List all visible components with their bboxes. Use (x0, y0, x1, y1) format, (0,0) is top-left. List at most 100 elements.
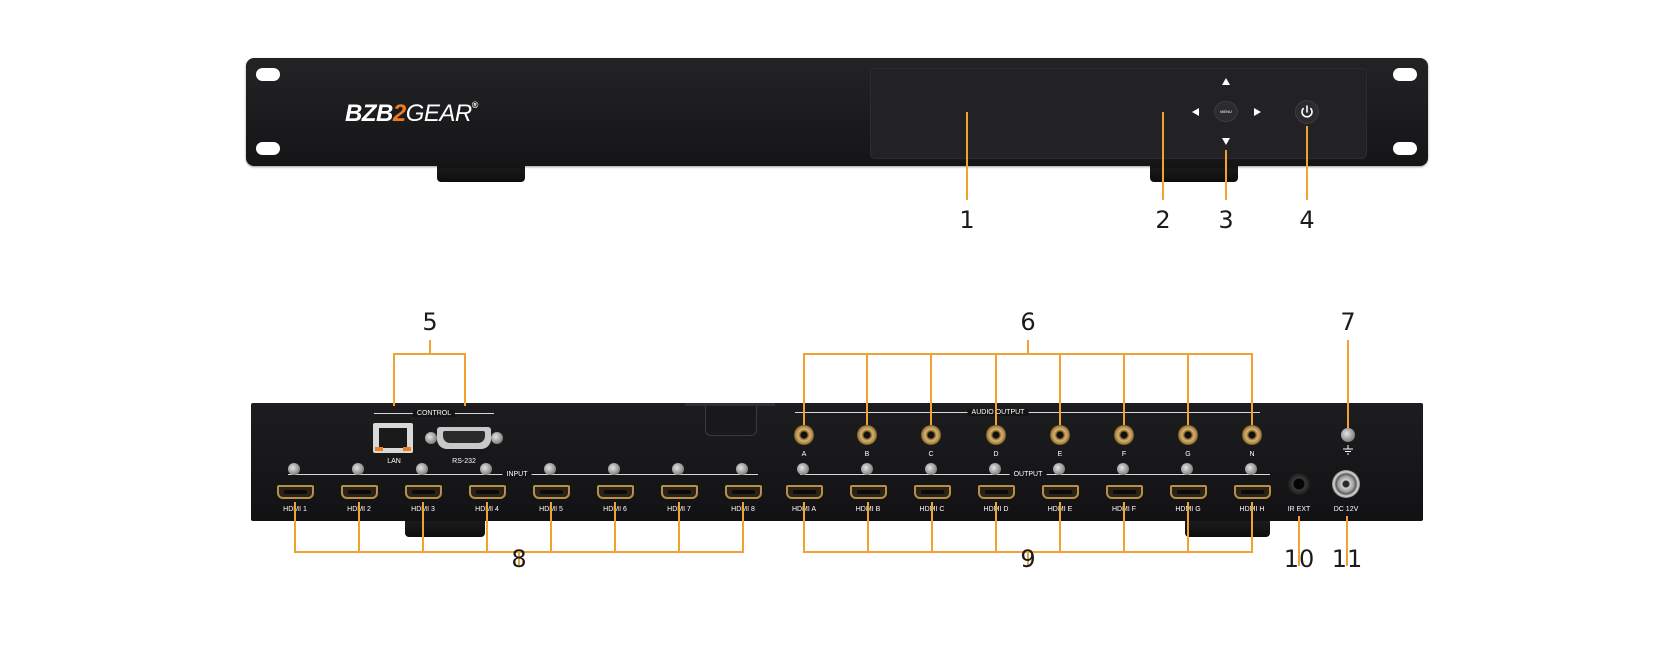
front-display-window (870, 68, 1367, 159)
callout-line-5-bar (393, 353, 466, 355)
callout-line-6-a (803, 353, 805, 425)
hdmi-input-7[interactable] (661, 485, 698, 499)
rack-ear-slot (256, 142, 280, 155)
hdmi-output-e[interactable] (1042, 485, 1079, 499)
menu-button-label: MENU (1220, 109, 1232, 114)
audio-jack-b[interactable] (857, 425, 877, 445)
rack-ear-slot (1393, 68, 1417, 81)
audio-jack-d[interactable] (986, 425, 1006, 445)
hdmi-output-b[interactable] (850, 485, 887, 499)
hdmi-output-f[interactable] (1106, 485, 1143, 499)
callout-line-6-g (1187, 353, 1189, 425)
arrow-down-icon[interactable] (1222, 138, 1230, 145)
output-screw (925, 463, 937, 475)
hdmi-input-5[interactable] (533, 485, 570, 499)
rear-panel: CONTROL LAN RS-232 AUDIO OUTPUT A B C D … (0, 240, 1672, 660)
callout-line-6-c (930, 353, 932, 425)
rear-foot-right (1185, 517, 1270, 537)
callout-9: 9 (1020, 545, 1036, 573)
callout-4: 4 (1299, 206, 1315, 234)
callout-line-8-l7 (678, 502, 680, 552)
input-screw (736, 463, 748, 475)
input-screw (480, 463, 492, 475)
hdmi-input-8[interactable] (725, 485, 762, 499)
callout-line-7 (1347, 340, 1349, 428)
brand-logo-right: GEAR (405, 100, 473, 127)
audio-jack-n[interactable] (1242, 425, 1262, 445)
callout-line-3 (1225, 150, 1227, 200)
hdmi-input-1[interactable] (277, 485, 314, 499)
hdmi-output-g[interactable] (1170, 485, 1207, 499)
callout-11: 11 (1331, 545, 1363, 573)
hdmi-output-h[interactable] (1234, 485, 1271, 499)
ir-ext-jack[interactable] (1288, 473, 1310, 495)
hdmi-output-c[interactable] (914, 485, 951, 499)
input-screw (672, 463, 684, 475)
callout-line-8-l5 (550, 502, 552, 552)
input-screw (352, 463, 364, 475)
audio-jack-g[interactable] (1178, 425, 1198, 445)
arrow-right-icon[interactable] (1254, 108, 1261, 116)
ground-terminal[interactable] (1341, 428, 1355, 442)
audio-jack-f[interactable] (1114, 425, 1134, 445)
callout-line-6-bar (803, 353, 1253, 355)
arrow-left-icon[interactable] (1192, 108, 1199, 116)
callout-line-5-stem (429, 340, 431, 354)
callout-5: 5 (422, 308, 438, 336)
hdmi-output-d[interactable] (978, 485, 1015, 499)
lan-port[interactable] (373, 423, 413, 453)
callout-line-9-l7 (1187, 502, 1189, 552)
audio-jack-c[interactable] (921, 425, 941, 445)
brand-logo-mid: 2 (392, 100, 406, 127)
callout-line-6-d (995, 353, 997, 425)
power-button[interactable] (1295, 100, 1319, 124)
input-label: INPUT (502, 471, 532, 478)
power-icon (1301, 105, 1313, 118)
audio-jack-e[interactable] (1050, 425, 1070, 445)
audio-label-g: G (1185, 451, 1191, 458)
callout-line-5-left (393, 353, 395, 406)
output-screw (861, 463, 873, 475)
callout-line-8-l3 (422, 502, 424, 552)
menu-button[interactable]: MENU (1214, 101, 1238, 122)
callout-3: 3 (1218, 206, 1234, 234)
audio-label-e: E (1057, 451, 1063, 458)
control-label: CONTROL (412, 410, 456, 417)
output-screw (1245, 463, 1257, 475)
callout-line-8-l6 (614, 502, 616, 552)
hdmi-input-4[interactable] (469, 485, 506, 499)
callout-line-9-l1 (803, 502, 805, 552)
callout-line-9-l3 (931, 502, 933, 552)
dc-power-jack[interactable] (1332, 470, 1360, 498)
callout-line-9-l2 (867, 502, 869, 552)
callout-line-6-e (1059, 353, 1061, 425)
hdmi-input-2[interactable] (341, 485, 378, 499)
audio-output-label: AUDIO OUTPUT (967, 409, 1029, 416)
callout-line-1 (966, 112, 968, 200)
audio-label-d: D (993, 451, 999, 458)
callout-line-6-f (1123, 353, 1125, 425)
callout-line-8-l8 (742, 502, 744, 552)
audio-label-a: A (801, 451, 807, 458)
callout-line-6-stem (1027, 340, 1029, 354)
brand-logo-left: BZB (345, 100, 393, 127)
callout-line-8-l2 (358, 502, 360, 552)
hdmi-output-a[interactable] (786, 485, 823, 499)
audio-jack-a[interactable] (794, 425, 814, 445)
brand-logo: BZB2GEAR® (345, 100, 478, 127)
output-label: OUTPUT (1009, 471, 1047, 478)
audio-label-c: C (928, 451, 934, 458)
audio-label-f: F (1121, 451, 1127, 458)
lan-label: LAN (387, 458, 401, 465)
callout-line-9-l5 (1059, 502, 1061, 552)
hdmi-input-3[interactable] (405, 485, 442, 499)
output-screw (1181, 463, 1193, 475)
rear-gap-line (685, 403, 775, 406)
rack-ear-slot (1393, 142, 1417, 155)
output-screw (1117, 463, 1129, 475)
callout-1: 1 (959, 206, 975, 234)
rs232-port[interactable] (425, 425, 503, 451)
arrow-up-icon[interactable] (1222, 78, 1230, 85)
hdmi-input-6[interactable] (597, 485, 634, 499)
input-screw (608, 463, 620, 475)
